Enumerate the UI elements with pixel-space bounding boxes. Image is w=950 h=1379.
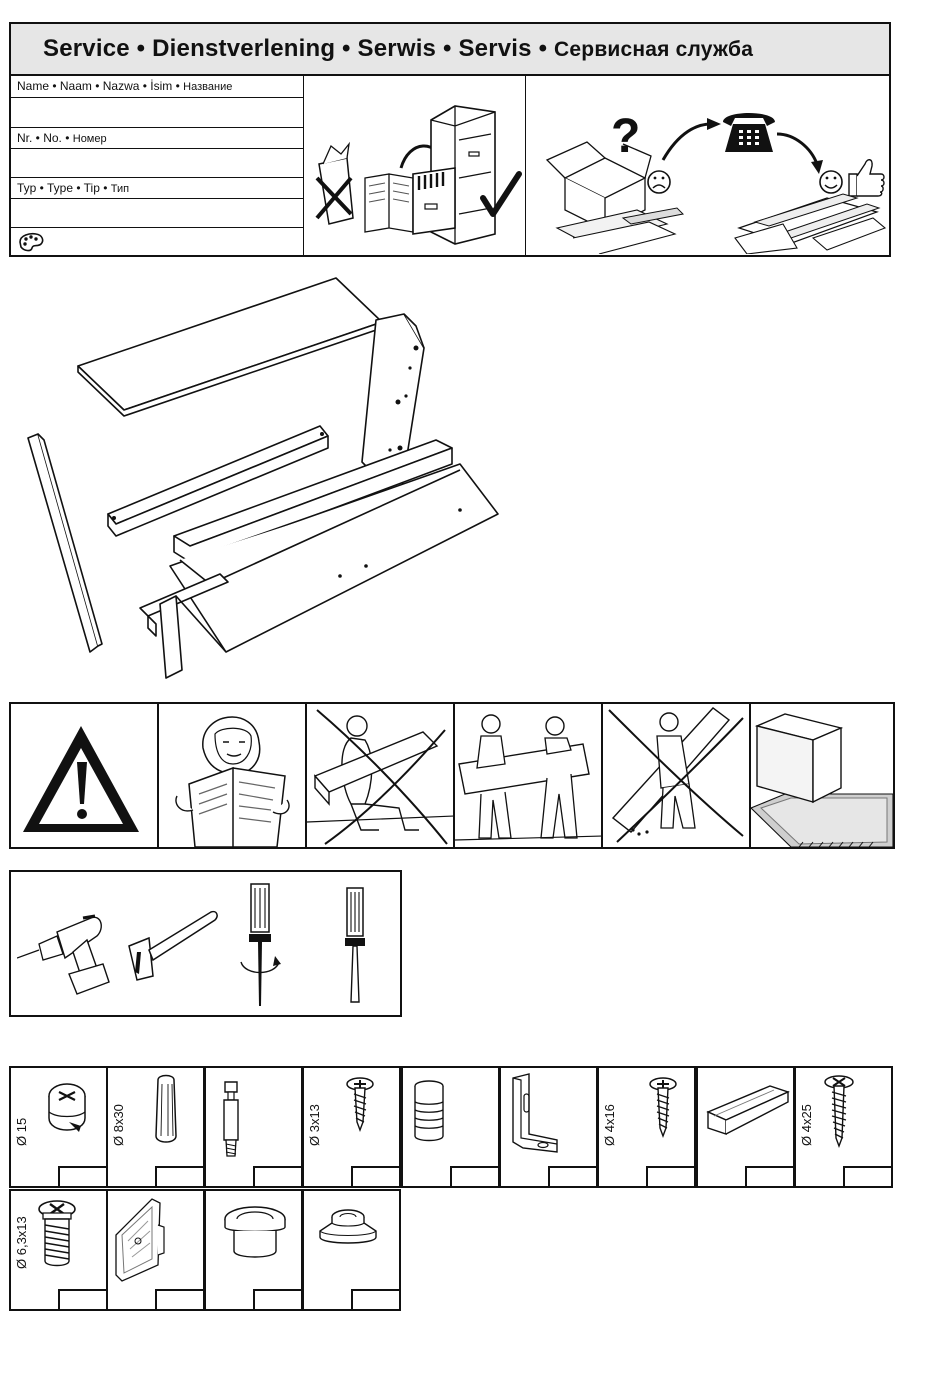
field-number-input-line[interactable]	[11, 177, 303, 178]
service-title-bar: Service • Dienstverlening • Serwis • Ser…	[11, 24, 889, 76]
hardware-size-label: Ø 3x13	[307, 1104, 322, 1146]
field-label-name: Name • Naam • Nazwa • İsim • Название	[17, 79, 232, 93]
service-form: Name • Naam • Nazwa • İsim • Название Nr…	[11, 76, 303, 255]
hardware-cell-cap-ring	[204, 1189, 303, 1311]
service-title: Service • Dienstverlening • Serwis • Ser…	[43, 35, 753, 63]
hinge-icon	[112, 1195, 172, 1285]
quantity-box	[155, 1289, 205, 1311]
sad-face-icon	[648, 171, 670, 193]
hardware-cell-hinge	[106, 1189, 205, 1311]
file-cabinet-icon	[413, 106, 495, 244]
hardware-cell-cam-lock: Ø 15	[9, 1066, 108, 1188]
happy-face-icon	[820, 171, 842, 193]
person-reading-manual-icon	[159, 704, 307, 847]
hardware-cell-angle-bracket	[499, 1066, 598, 1188]
hammer-icon	[125, 902, 221, 986]
dont-lift-alone-sitting-cell	[307, 704, 455, 847]
required-tools	[9, 870, 402, 1017]
quantity-box	[351, 1166, 401, 1188]
quantity-box	[745, 1166, 795, 1188]
service-divider	[525, 76, 526, 255]
field-name-top-line	[11, 97, 303, 98]
cover-cap-icon	[316, 1205, 380, 1257]
left-side-panel	[28, 434, 98, 652]
person-carrying-wrong-icon	[603, 704, 751, 847]
hardware-cell-euro-screw: Ø 6,3x13	[9, 1189, 108, 1311]
angle-bracket-icon	[507, 1072, 563, 1156]
quantity-box	[548, 1166, 598, 1188]
wooden-dowel-icon	[146, 1074, 186, 1146]
plinth	[160, 596, 182, 678]
good-parts-illustration	[735, 194, 885, 254]
field-name-input-line[interactable]	[11, 127, 303, 128]
cap-ring-icon	[222, 1205, 288, 1265]
warning-cell	[11, 704, 159, 847]
cam-bolt-icon	[216, 1080, 246, 1160]
hardware-size-label: Ø 15	[14, 1118, 29, 1146]
hardware-cell-cam-bolt	[204, 1066, 303, 1188]
cordless-drill-icon	[17, 878, 117, 1008]
discard-instructions-icon	[317, 144, 353, 224]
hardware-size-label: Ø 4x16	[602, 1104, 617, 1146]
palette-icon	[16, 231, 46, 253]
hardware-cell-screw-4x25: Ø 4x25	[794, 1066, 893, 1188]
hardware-size-label: Ø 4x25	[799, 1104, 814, 1146]
thumbs-up-icon	[849, 160, 884, 196]
handling-warnings	[9, 702, 895, 849]
dont-carry-upright-cell	[603, 704, 751, 847]
assemble-on-soft-surface-cell	[751, 704, 893, 847]
quantity-box	[843, 1166, 893, 1188]
quantity-box	[351, 1289, 401, 1311]
euro-screw-icon	[35, 1199, 79, 1269]
hardware-cell-plug	[401, 1066, 500, 1188]
quantity-box	[253, 1289, 303, 1311]
phillips-screwdriver-icon	[237, 882, 283, 1012]
service-panel: Service • Dienstverlening • Serwis • Ser…	[9, 22, 891, 257]
cabinet-exploded-view	[20, 270, 500, 690]
question-mark-icon: ?	[611, 110, 640, 163]
field-label-type: Typ • Type • Tip • Тип	[17, 181, 129, 195]
screw-icon	[822, 1074, 856, 1148]
flat-screwdriver-icon	[335, 882, 375, 1012]
hardware-cell-screw-4x16: Ø 4x16	[597, 1066, 696, 1188]
quantity-box	[58, 1289, 108, 1311]
quantity-box	[155, 1166, 205, 1188]
person-lifting-wrong-icon	[307, 704, 455, 847]
warning-triangle-icon	[11, 704, 159, 847]
hardware-size-label: Ø 8x30	[111, 1104, 126, 1146]
hardware-size-label: Ø 6,3x13	[14, 1216, 29, 1269]
field-type-top-line	[11, 198, 303, 199]
keep-instructions-illustration	[305, 78, 523, 254]
wooden-strip-icon	[704, 1076, 790, 1136]
service-call-illustration: ?	[527, 78, 889, 254]
manual-book-icon	[365, 174, 413, 232]
read-manual-cell	[159, 704, 307, 847]
quantity-box	[450, 1166, 500, 1188]
screw-icon	[344, 1076, 376, 1132]
field-number-top-line	[11, 148, 303, 149]
hardware-cell-screw-3x13: Ø 3x13	[302, 1066, 401, 1188]
service-divider	[303, 76, 304, 255]
cam-lock-icon	[39, 1076, 95, 1140]
plastic-plug-icon	[411, 1078, 447, 1144]
field-type-input-line[interactable]	[11, 227, 303, 228]
telephone-icon	[723, 113, 775, 152]
quantity-box	[253, 1166, 303, 1188]
lift-with-two-people-cell	[455, 704, 603, 847]
two-people-carrying-icon	[455, 704, 603, 847]
hardware-cell-cover-cap	[302, 1189, 401, 1311]
quantity-box	[646, 1166, 696, 1188]
hardware-cell-wooden-strip	[696, 1066, 795, 1188]
field-label-number: Nr. • No. • Номер	[17, 131, 107, 145]
hardware-cell-dowel: Ø 8x30	[106, 1066, 205, 1188]
board-on-carpet-icon	[751, 704, 893, 847]
quantity-box	[58, 1166, 108, 1188]
screw-icon	[647, 1076, 679, 1138]
